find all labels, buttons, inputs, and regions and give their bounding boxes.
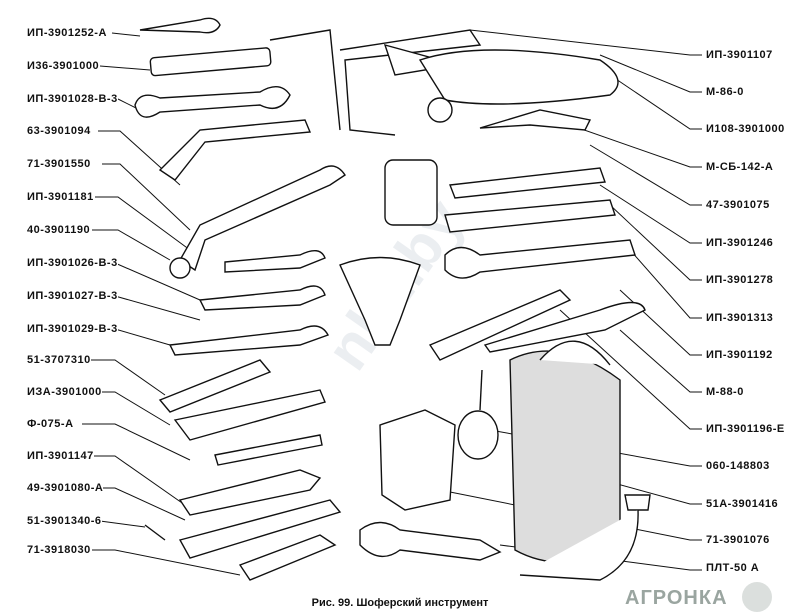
part-label-right: 51А-3901416 [706, 498, 779, 510]
part-label-left: ИП-3901027-В-3 [27, 290, 118, 302]
part-label-right: 71-3901076 [706, 534, 770, 546]
figure-caption: Рис. 99. Шоферский инструмент [311, 597, 489, 609]
part-label-left: 40-3901190 [27, 224, 91, 236]
part-label-left: ИП-3901026-В-3 [27, 257, 118, 269]
part-label-left: ИП-3901028-В-3 [27, 93, 118, 105]
part-label-left: 51-3901340-6 [27, 515, 102, 527]
part-label-right: 47-3901075 [706, 199, 770, 211]
part-label-left: ИП-3901147 [27, 450, 94, 462]
part-label-left: 63-3901094 [27, 125, 91, 137]
part-label-right: ПЛТ-50 А [706, 562, 760, 574]
part-label-left: 71-3918030 [27, 544, 91, 556]
part-label-right: ИП-3901246 [706, 237, 774, 249]
part-label-left: ИП-3901029-В-3 [27, 323, 118, 335]
part-label-right: 060-148803 [706, 460, 770, 472]
part-label-left: 71-3901550 [27, 158, 91, 170]
part-label-right: ИП-3901192 [706, 349, 773, 361]
part-label-right: ИП-3901196-Е [706, 423, 785, 435]
part-label-left: 51-3707310 [27, 354, 91, 366]
part-label-left: ИП-3901181 [27, 191, 94, 203]
logo-watermark: АГРОНКА [625, 587, 728, 609]
part-label-right: И108-3901000 [706, 123, 785, 135]
part-label-right: М-СБ-142-А [706, 161, 774, 173]
left-leaders [82, 32, 241, 576]
part-label-left: ИП-3901252-А [27, 27, 107, 39]
logo-watermark-circle [742, 582, 772, 612]
part-label-left: ИЗА-3901000 [27, 386, 102, 398]
part-label-left: Ф-075-А [27, 418, 74, 430]
part-label-right: ИП-3901107 [706, 49, 773, 61]
part-label-left: И36-3901000 [27, 60, 100, 72]
part-label-right: ИП-3901313 [706, 312, 774, 324]
part-label-right: М-86-0 [706, 86, 744, 98]
part-label-right: ИП-3901278 [706, 274, 774, 286]
part-label-right: М-88-0 [706, 386, 744, 398]
part-label-left: 49-3901080-А [27, 482, 104, 494]
tools [134, 17, 651, 581]
